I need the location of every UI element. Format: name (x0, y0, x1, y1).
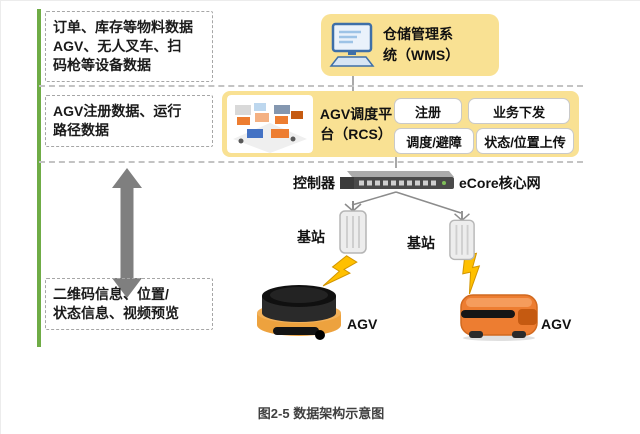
agv-round-robot-icon (257, 285, 341, 340)
wms-panel: 仓储管理系 统（WMS） (321, 14, 499, 76)
agv-1-label: AGV (347, 316, 378, 332)
rcs-button-status-position-upload: 状态/位置上传 (476, 128, 574, 154)
dashed-divider-middle (39, 161, 583, 163)
agv-2-label: AGV (541, 316, 572, 332)
rcs-button-scheduling-avoidance: 调度/避障 (394, 128, 474, 154)
base-station-icon (339, 201, 367, 254)
controller-label: 控制器 (293, 175, 335, 191)
note-material-device-data: 订单、库存等物料数据 AGV、无人叉车、扫 码枪等设备数据 (45, 11, 213, 82)
ecore-label: eCore核心网 (459, 175, 541, 191)
figure-caption: 图2-5 数据架构示意图 (257, 406, 385, 421)
rcs-panel: AGV调度平 台（RCS） 注册 业务下发 调度/避障 状态/位置上传 (222, 91, 579, 157)
dashed-divider-top (39, 85, 583, 87)
lightning-bolt-icon (462, 252, 481, 295)
network-switch-icon (340, 171, 454, 189)
note-agv-registration-data: AGV注册数据、运行 路径数据 (45, 95, 213, 147)
base-station-2-label: 基站 (407, 235, 435, 251)
wms-label: 仓储管理系 统（WMS） (383, 26, 460, 63)
note-qrcode-status-data: 二维码信息、位置/ 状态信息、视频预览 (45, 278, 213, 330)
green-accent-bar (37, 9, 41, 347)
computer-icon (329, 22, 375, 67)
controller-bs1-connector (351, 191, 397, 206)
agv-box-robot-icon (460, 294, 538, 341)
base-station-icon (449, 211, 475, 261)
rcs-button-business-dispatch: 业务下发 (468, 98, 570, 124)
controller-bs2-connector (395, 191, 462, 214)
flow-double-arrow (112, 168, 142, 298)
base-station-1-label: 基站 (297, 229, 325, 245)
lightning-bolt-icon (322, 255, 358, 287)
warehouse-illustration (227, 95, 313, 153)
rcs-label: AGV调度平 台（RCS） (319, 106, 393, 142)
rcs-button-register: 注册 (394, 98, 462, 124)
